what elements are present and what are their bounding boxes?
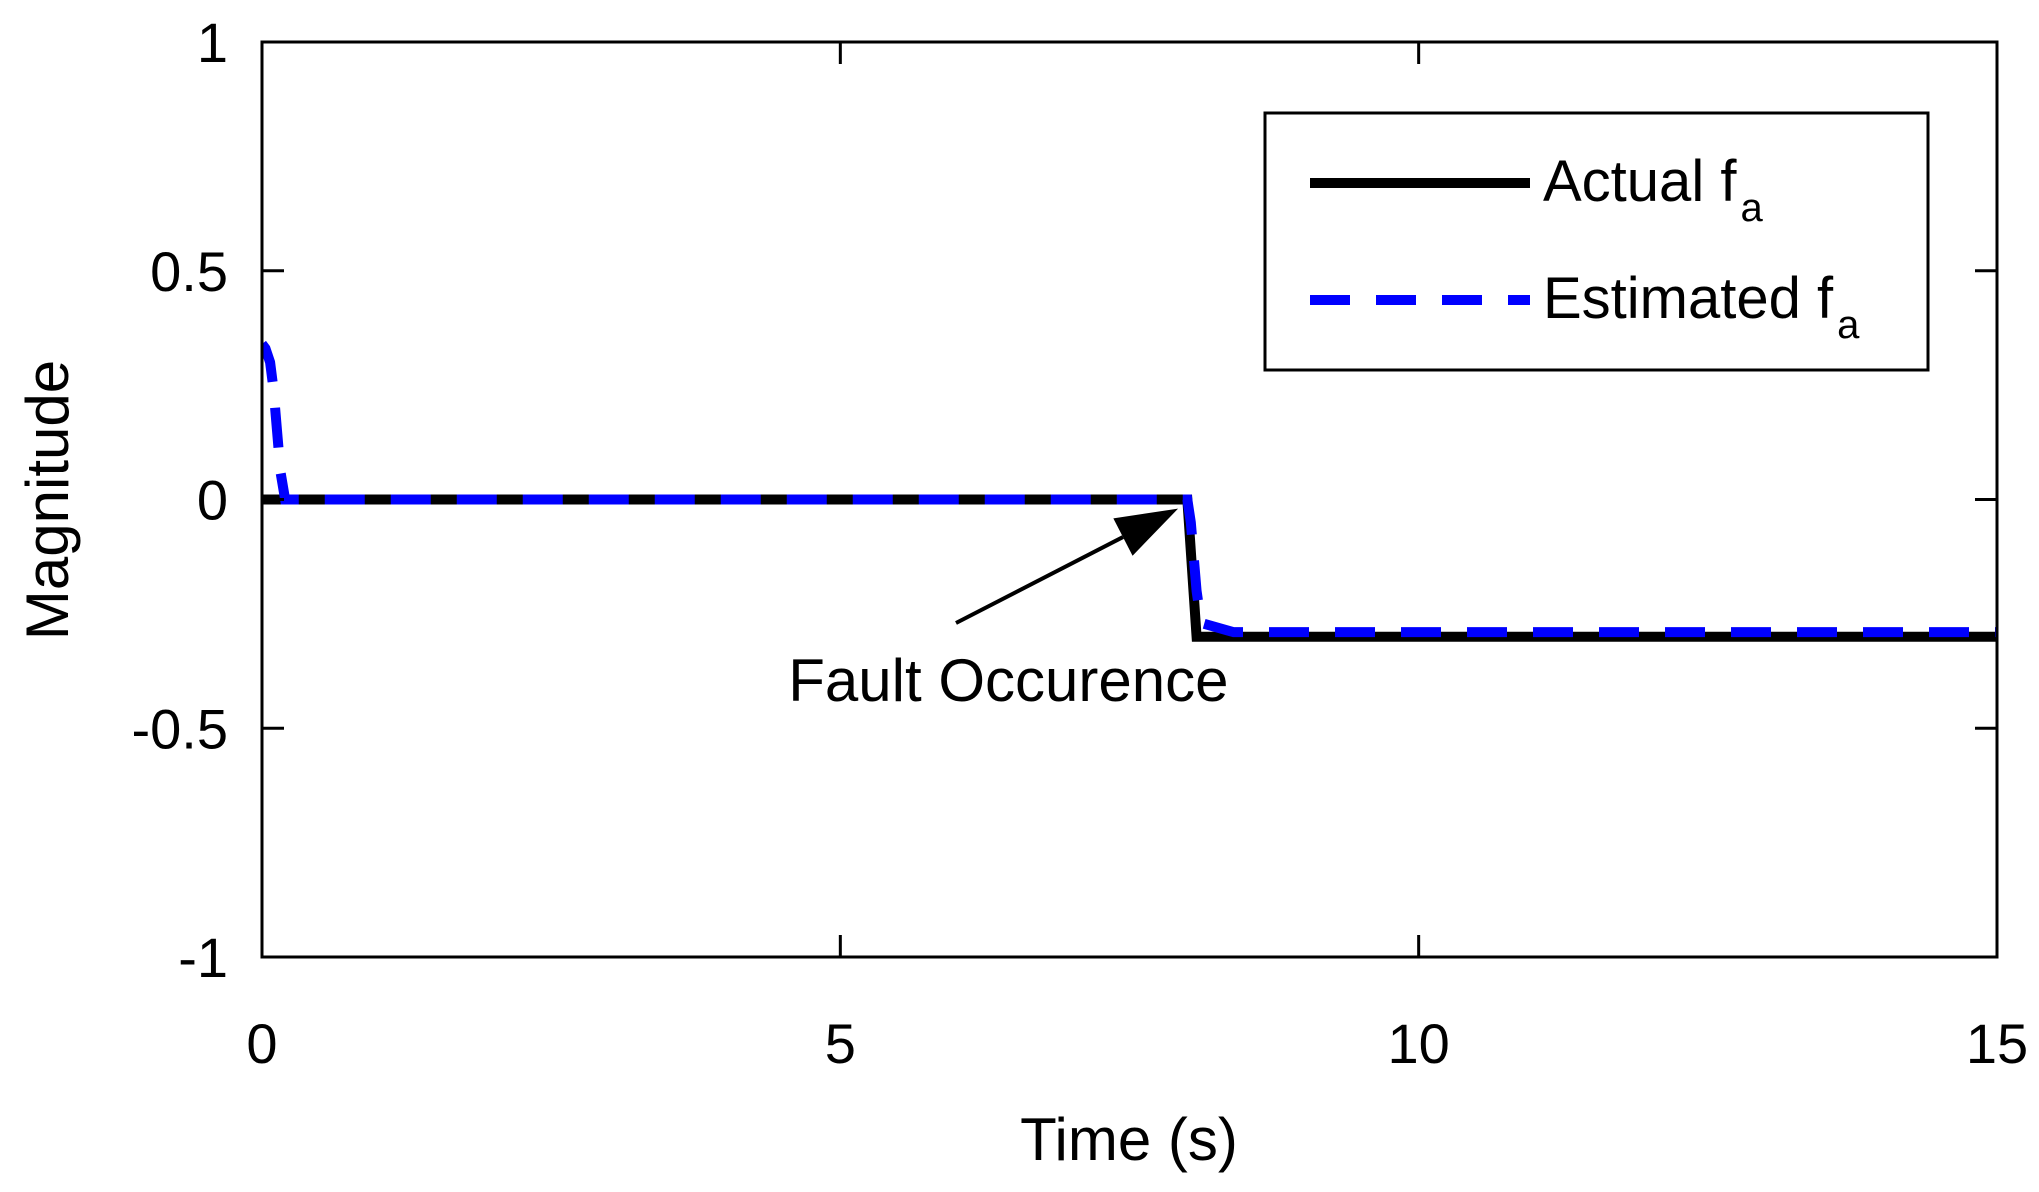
annotation-arrow-head bbox=[1113, 508, 1179, 556]
y-tick-label: -1 bbox=[178, 926, 228, 989]
y-tick-label: 0.5 bbox=[150, 240, 228, 303]
x-tick-label: 15 bbox=[1966, 1012, 2028, 1075]
y-tick-label: 0 bbox=[197, 469, 228, 532]
x-axis-label: Time (s) bbox=[1020, 1106, 1238, 1173]
x-tick-label: 10 bbox=[1388, 1012, 1450, 1075]
annotation-layer: Fault Occurence bbox=[788, 508, 1228, 714]
tick-label-layer: 0 5 10 15 -1 -0.5 0 0.5 1 bbox=[132, 11, 2029, 1075]
series-layer bbox=[262, 340, 1997, 642]
legend-box bbox=[1263, 111, 1930, 372]
y-tick-label: 1 bbox=[197, 11, 228, 74]
y-tick-label: -0.5 bbox=[132, 697, 229, 760]
y-axis-label: Magnitude bbox=[14, 360, 81, 640]
x-tick-label: 5 bbox=[825, 1012, 856, 1075]
plot-frame bbox=[260, 40, 1999, 959]
annotation-label: Fault Occurence bbox=[788, 647, 1228, 714]
annotation-arrow-shaft bbox=[955, 535, 1124, 625]
x-tick-label: 0 bbox=[246, 1012, 277, 1075]
series-line-estimated bbox=[262, 340, 1997, 638]
